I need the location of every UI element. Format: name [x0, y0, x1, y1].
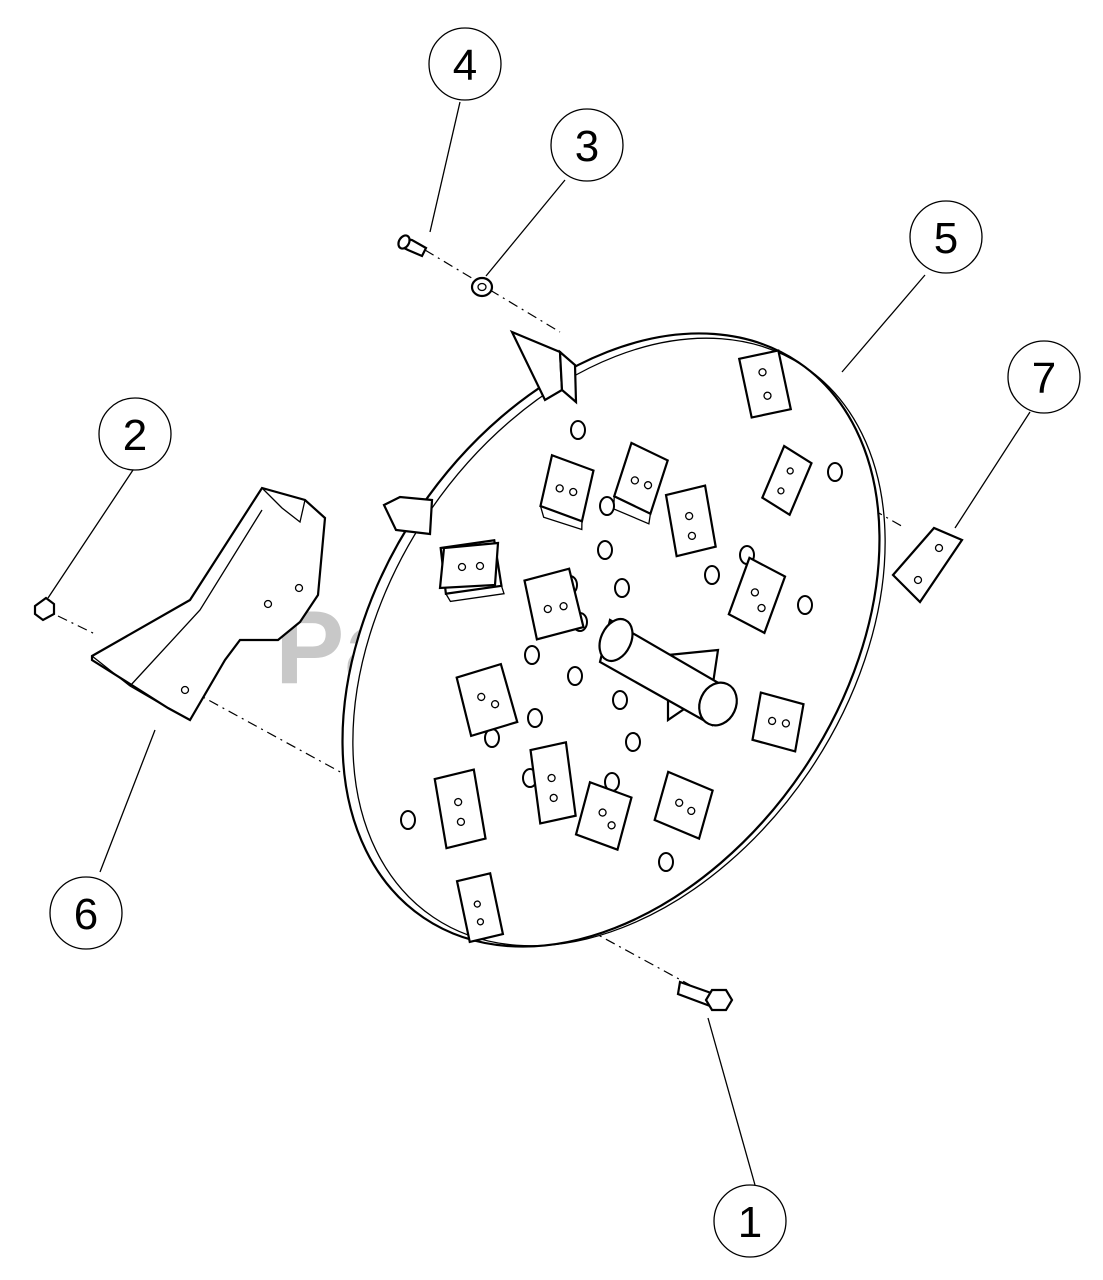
small-plate	[891, 526, 964, 604]
callout-3: 3	[550, 108, 624, 182]
callout-7-label: 7	[1032, 354, 1056, 403]
plate-paddles	[433, 349, 813, 944]
callout-4-label: 4	[453, 41, 477, 90]
callout-6-label: 6	[74, 890, 98, 939]
plate-holes	[400, 420, 843, 872]
callout-5-label: 5	[934, 214, 958, 263]
callout-2: 2	[98, 397, 172, 471]
callout-1: 1	[713, 1184, 787, 1258]
center-shaft	[598, 617, 738, 727]
bracket	[90, 486, 327, 722]
small-screw	[397, 234, 428, 258]
callout-7: 7	[1007, 340, 1081, 414]
callout-1-label: 1	[738, 1198, 762, 1247]
callout-6: 6	[49, 876, 123, 950]
callout-4: 4	[428, 27, 502, 101]
bolt	[676, 980, 734, 1012]
plate-disc	[341, 329, 886, 948]
callout-5: 5	[909, 200, 983, 274]
nut	[33, 596, 56, 622]
callout-3-label: 3	[575, 122, 599, 171]
callout-2-label: 2	[123, 411, 147, 460]
leader-lines	[47, 101, 1031, 1186]
washer	[470, 276, 494, 298]
